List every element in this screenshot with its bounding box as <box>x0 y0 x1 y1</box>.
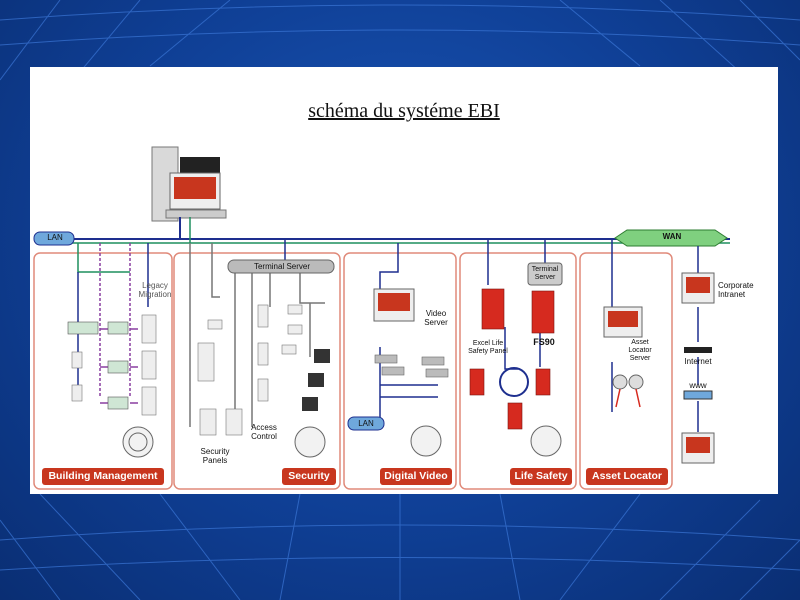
box-life-safety <box>459 252 577 490</box>
legacy-migration-label: Legacy Migration <box>138 281 172 299</box>
video-server-label: Video Server <box>424 309 448 327</box>
terminal-server-label: Terminal Server <box>253 262 310 271</box>
diagram-panel: schéma du systéme EBI <box>30 67 778 494</box>
workstation-icon <box>151 146 227 222</box>
www-label: www <box>689 381 707 390</box>
access-control-label: Access Control <box>251 423 277 441</box>
life-terminal-server <box>527 262 563 286</box>
www-router <box>683 390 713 400</box>
ebi-system-diagram <box>33 146 730 490</box>
access-card-icon <box>294 426 326 458</box>
section-security: Security <box>282 468 336 485</box>
box-building-management <box>33 252 173 490</box>
terminal-server-life-label: Terminal Server <box>531 266 559 281</box>
internet-label: Internet <box>684 357 712 366</box>
fs90-label: FS90 <box>533 337 555 347</box>
box-security <box>173 252 341 490</box>
internet-router <box>684 347 712 353</box>
diagram-title: schéma du systéme EBI <box>308 100 500 122</box>
box-asset-locator <box>579 252 673 490</box>
corporate-intranet-label: Corporate Intranet <box>718 281 754 299</box>
section-building-management: Building Management <box>42 468 164 485</box>
section-asset-locator: Asset Locator <box>586 468 668 485</box>
security-panels-label: Security Panels <box>200 447 230 465</box>
wan-label: WAN <box>662 232 682 241</box>
lan-video-pill <box>347 416 385 431</box>
excel-panel-label: Excel Life Safety Panel <box>468 340 508 355</box>
fire-icon <box>530 425 562 457</box>
camera-icon <box>410 425 442 457</box>
fan-icon <box>122 426 154 458</box>
asset-locator-server-label: Asset Locator Server <box>628 339 652 362</box>
wan-arrow <box>614 229 728 247</box>
terminal-server-box <box>227 259 335 274</box>
lan-label: LAN <box>47 233 63 242</box>
section-digital-video: Digital Video <box>380 468 452 485</box>
lan-pill <box>33 231 75 246</box>
lan-video-label: LAN <box>358 419 374 428</box>
section-life-safety: Life Safety <box>510 468 572 485</box>
box-digital-video <box>343 252 457 490</box>
